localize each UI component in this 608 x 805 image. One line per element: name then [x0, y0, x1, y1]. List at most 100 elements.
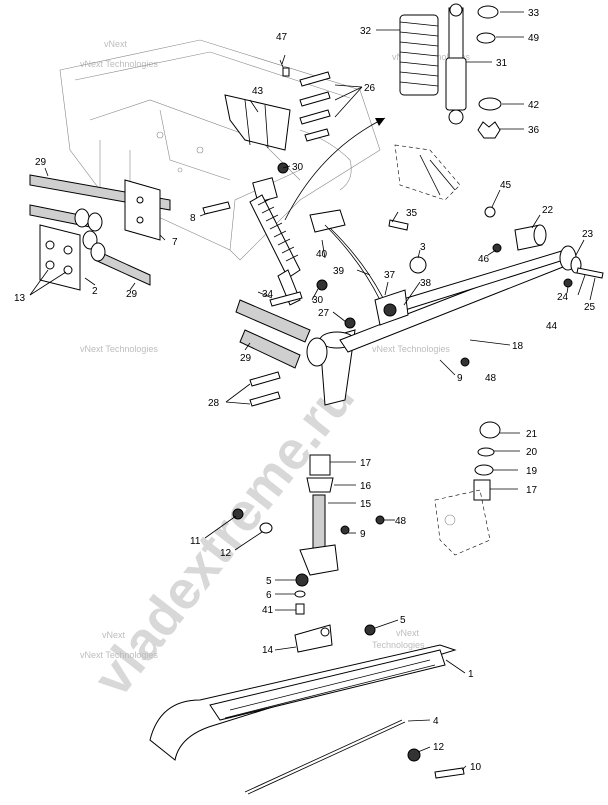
callout-17: 17: [360, 458, 372, 469]
callout-18: 18: [512, 341, 524, 352]
shock-31: [445, 3, 467, 125]
bolt-28: [249, 391, 281, 407]
cup-42: [478, 97, 502, 111]
callout-29: 29: [126, 289, 138, 300]
callout-3: 3: [420, 242, 426, 253]
callout-2: 2: [92, 286, 98, 297]
callout-16: 16: [360, 481, 372, 492]
callout-25: 25: [584, 302, 596, 313]
star-36: [477, 121, 501, 139]
watermark-tag: vNext Technologies: [372, 344, 450, 354]
callout-12: 12: [433, 742, 445, 753]
end-bushing-23: [559, 245, 582, 274]
callout-8: 8: [190, 213, 196, 224]
watermark-tag: vNext Technologies: [80, 650, 158, 660]
nut-48: [375, 515, 385, 525]
callout-28: 28: [208, 398, 220, 409]
watermark-tag: vNext Technologies: [80, 344, 158, 354]
bracket-detail-right: [434, 489, 491, 556]
steering-link-39: [309, 209, 386, 303]
tie-rod-18: [339, 249, 571, 353]
callout-24: 24: [557, 292, 569, 303]
nut-27: [344, 317, 356, 329]
callout-47: 47: [276, 32, 288, 43]
callout-9: 9: [457, 373, 463, 384]
callout-32: 32: [360, 26, 372, 37]
callout-35: 35: [406, 208, 418, 219]
cap-33: [477, 5, 499, 19]
callout-37: 37: [384, 270, 396, 281]
callout-33: 33: [528, 8, 540, 19]
callout-45: 45: [500, 180, 512, 191]
callout-11: 11: [190, 536, 201, 547]
callout-17: 17: [526, 485, 538, 496]
callout-21: 21: [526, 429, 538, 440]
watermark-tag: vNext: [396, 628, 420, 638]
spacer-41: [295, 603, 305, 615]
callout-40: 40: [316, 249, 328, 260]
spindle-bushings-right: [473, 421, 501, 501]
nut-46: [492, 243, 502, 253]
washer-49: [476, 32, 496, 44]
bolt-25: [576, 267, 604, 279]
watermark-tag: vNext: [104, 39, 128, 49]
leader-lines: [29, 11, 596, 771]
callout-30: 30: [292, 162, 304, 173]
bracket-7: [124, 179, 161, 241]
callout-49: 49: [528, 33, 540, 44]
callout-20: 20: [526, 447, 538, 458]
ball-joint-37-38: [374, 289, 409, 326]
callout-5: 5: [266, 576, 272, 587]
callout-26: 26: [364, 83, 376, 94]
callout-34: 34: [262, 289, 274, 300]
nut-30: [316, 279, 328, 291]
callout-4: 4: [433, 716, 439, 727]
callout-numbers: 1 2 3 4 5 5 6 7 8 9 9 10 11 12 12 13 14 …: [14, 8, 596, 773]
callout-1: 1: [468, 669, 474, 680]
washer-45: [484, 206, 496, 218]
bolt-8: [202, 201, 231, 215]
callout-22: 22: [542, 205, 554, 216]
callout-39: 39: [333, 266, 345, 277]
nut-5: [364, 624, 376, 636]
callout-46: 46: [478, 254, 490, 265]
callout-27: 27: [318, 308, 330, 319]
bolt-10: [434, 767, 465, 779]
callout-6: 6: [266, 590, 272, 601]
callout-48: 48: [395, 516, 407, 527]
washer-6: [294, 590, 306, 598]
callout-29: 29: [35, 157, 47, 168]
callout-5: 5: [400, 615, 406, 626]
callout-13: 13: [14, 293, 26, 304]
shock-absorber: [249, 177, 301, 306]
callout-10: 10: [470, 762, 482, 773]
cap-3: [409, 256, 427, 274]
screw-35: [388, 219, 409, 231]
watermark-tag: vNext: [102, 630, 126, 640]
watermark-tag: vNext Technologies: [80, 59, 158, 69]
nut-5: [295, 573, 309, 587]
runner-4: [244, 719, 406, 795]
callout-42: 42: [528, 100, 540, 111]
callout-48: 48: [485, 373, 497, 384]
watermark-tag: Technologies: [372, 640, 425, 650]
nut-9: [340, 525, 350, 535]
spindle-15: [299, 454, 339, 576]
nut-48: [460, 357, 470, 367]
callout-43: 43: [252, 86, 264, 97]
ski-1: [149, 624, 457, 761]
bolt-34: [269, 291, 303, 307]
callout-12: 12: [220, 548, 232, 559]
bushing-22: [514, 224, 547, 251]
callout-15: 15: [360, 499, 372, 510]
lever-bracket-detail: [394, 144, 461, 201]
callout-29: 29: [240, 353, 252, 364]
callout-19: 19: [526, 466, 538, 477]
bolt-28: [249, 371, 281, 387]
callout-36: 36: [528, 125, 540, 136]
callout-9: 9: [360, 529, 366, 540]
shock-bracket: [224, 59, 291, 151]
callout-14: 14: [262, 645, 274, 656]
spring-32: [399, 14, 439, 96]
